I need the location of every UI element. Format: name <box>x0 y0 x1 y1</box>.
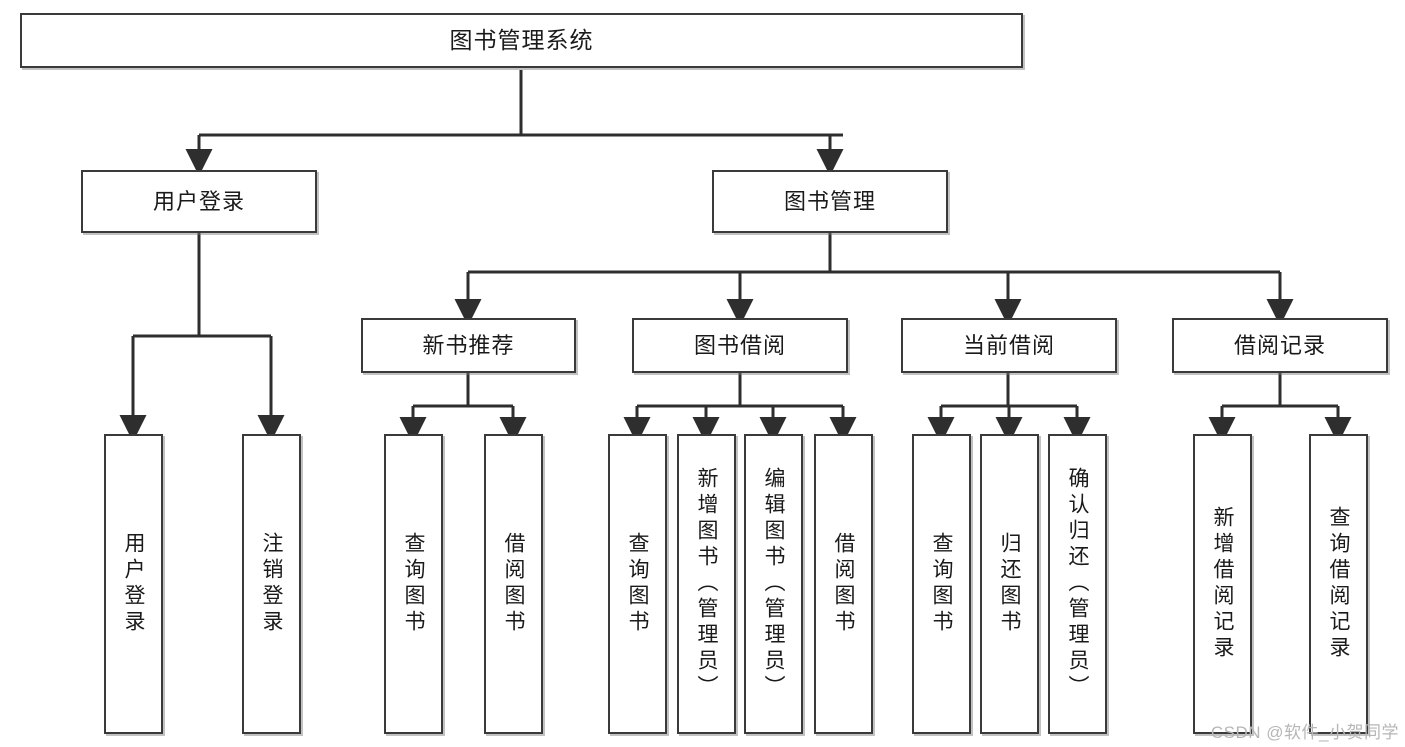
leaf-add-book-admin[interactable]: 新增图书（管理员） <box>677 434 736 734</box>
node-label: 新书推荐 <box>422 332 515 358</box>
node-label: 归还图书 <box>998 532 1022 636</box>
node-new-book-recommendation[interactable]: 新书推荐 <box>361 318 576 373</box>
node-label: 注销登录 <box>260 532 284 636</box>
node-label: 借阅图书 <box>502 532 526 636</box>
node-label: 当前借阅 <box>962 332 1055 358</box>
node-label: 图书管理系统 <box>449 27 594 54</box>
node-label: 新增图书（管理员） <box>695 467 719 701</box>
node-book-management-system[interactable]: 图书管理系统 <box>20 13 1023 68</box>
leaf-borrow-book[interactable]: 借阅图书 <box>814 434 873 734</box>
csdn-watermark: CSDN @软件_小贺同学 <box>1210 723 1399 742</box>
node-label: 确认归还（管理员） <box>1066 467 1090 701</box>
node-book-borrowing[interactable]: 图书借阅 <box>632 318 848 373</box>
leaf-edit-book-admin[interactable]: 编辑图书（管理员） <box>744 434 803 734</box>
node-label: 查询借阅记录 <box>1327 506 1351 662</box>
leaf-add-borrow-record[interactable]: 新增借阅记录 <box>1193 434 1252 734</box>
node-label: 借阅图书 <box>832 532 856 636</box>
node-book-management[interactable]: 图书管理 <box>712 170 948 233</box>
node-label: 借阅记录 <box>1233 332 1326 358</box>
leaf-user-login[interactable]: 用户登录 <box>104 434 163 734</box>
leaf-query-book-current[interactable]: 查询图书 <box>912 434 971 734</box>
leaf-confirm-return-admin[interactable]: 确认归还（管理员） <box>1048 434 1107 734</box>
leaf-query-book-new[interactable]: 查询图书 <box>384 434 443 734</box>
node-label: 图书管理 <box>783 188 876 214</box>
node-label: 编辑图书（管理员） <box>762 467 786 701</box>
leaf-query-borrow-record[interactable]: 查询借阅记录 <box>1309 434 1368 734</box>
node-label: 图书借阅 <box>693 332 786 358</box>
node-label: 查询图书 <box>626 532 650 636</box>
node-label: 查询图书 <box>930 532 954 636</box>
node-borrowing-record[interactable]: 借阅记录 <box>1172 318 1388 373</box>
node-label: 新增借阅记录 <box>1211 506 1235 662</box>
node-label: 查询图书 <box>402 532 426 636</box>
leaf-logout[interactable]: 注销登录 <box>242 434 301 734</box>
leaf-borrow-book-new[interactable]: 借阅图书 <box>484 434 543 734</box>
node-user-login[interactable]: 用户登录 <box>81 170 317 233</box>
leaf-query-book-borrow[interactable]: 查询图书 <box>608 434 667 734</box>
leaf-return-book[interactable]: 归还图书 <box>980 434 1039 734</box>
node-current-borrowing[interactable]: 当前借阅 <box>901 318 1117 373</box>
node-label: 用户登录 <box>152 188 245 214</box>
node-label: 用户登录 <box>122 532 146 636</box>
